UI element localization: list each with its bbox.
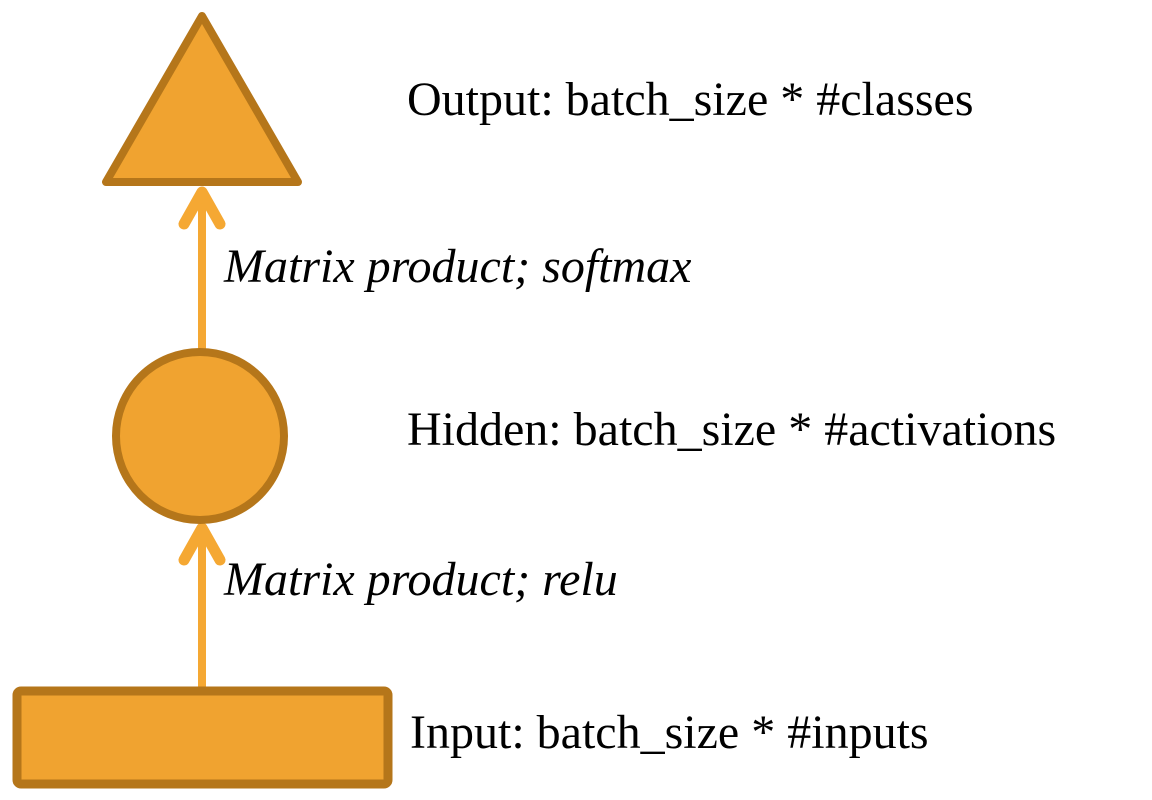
output-node-triangle xyxy=(102,12,302,186)
hidden-node-circle xyxy=(112,348,288,524)
arrowhead-up-icon xyxy=(178,186,226,230)
hidden-node-label: Hidden: batch_size * #activations xyxy=(407,403,1057,456)
arrowhead-up-icon xyxy=(178,522,226,566)
output-node-label: Output: batch_size * #classes xyxy=(407,73,974,126)
arrow-input-to-hidden xyxy=(178,522,226,688)
input-node-label: Input: batch_size * #inputs xyxy=(410,706,929,759)
softmax-edge-label: Matrix product; softmax xyxy=(224,240,692,293)
relu-edge-label: Matrix product; relu xyxy=(224,553,618,606)
input-node-rectangle xyxy=(12,686,393,789)
arrow-hidden-to-output xyxy=(178,186,226,352)
